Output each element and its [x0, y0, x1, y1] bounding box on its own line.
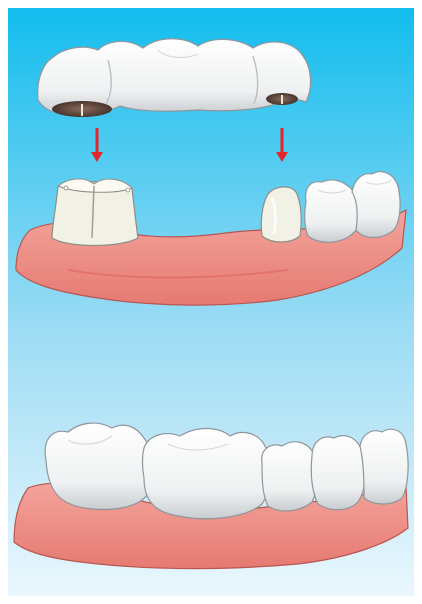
- dental-bridge-svg: [8, 8, 414, 596]
- illustration-canvas: [8, 8, 414, 596]
- bridge-prosthesis: [38, 39, 311, 117]
- abutment-right: [261, 187, 301, 242]
- abutment-left: [52, 179, 138, 246]
